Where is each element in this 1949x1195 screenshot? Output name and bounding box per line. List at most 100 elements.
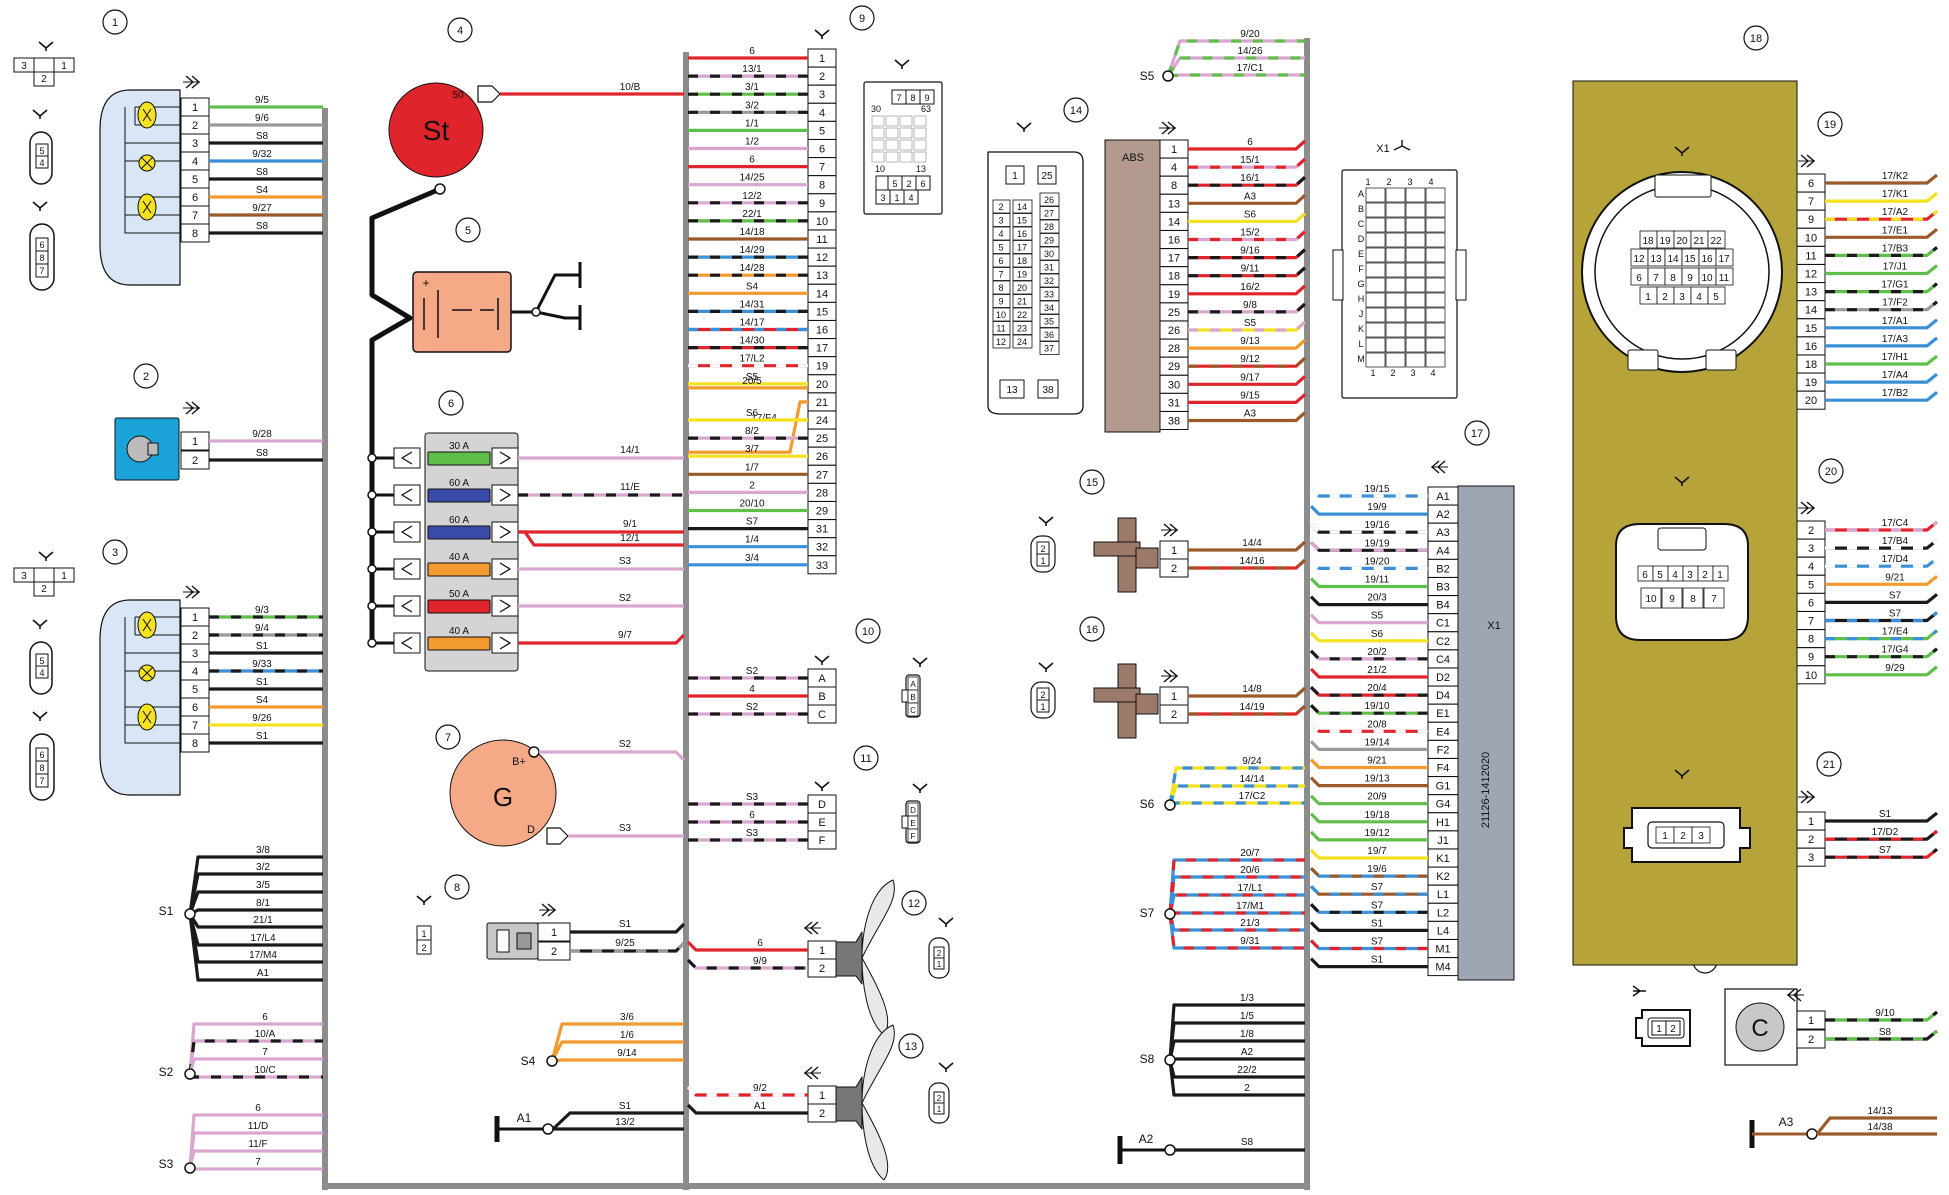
callout-9 <box>849 5 875 31</box>
wire-label: 9/28 <box>252 429 272 440</box>
pin-number: A <box>818 673 826 685</box>
pin-number: 14 <box>1017 202 1027 212</box>
wire-label: 19/6 <box>1367 864 1387 875</box>
wire-stripe <box>1825 1010 1938 1022</box>
housing-pin-label: 6 <box>39 240 44 250</box>
pin-number: 2 <box>1662 292 1668 303</box>
x1-cell <box>1425 292 1446 308</box>
pin-number: D <box>818 799 826 811</box>
wire-label: S8 <box>256 167 269 178</box>
pin-box <box>1039 233 1060 247</box>
fuse-terminal <box>393 558 421 580</box>
x1-cell <box>1405 277 1426 293</box>
pin-number: C <box>910 706 916 715</box>
pin-number: 5 <box>192 174 198 186</box>
connector-fork-icon <box>938 1062 954 1072</box>
wire-label: 14/13 <box>1867 1106 1892 1117</box>
pin-number: 1 <box>819 1090 825 1102</box>
splice-label: S5 <box>1140 69 1155 83</box>
pin-number: 10 <box>875 164 885 174</box>
wire <box>1168 913 1305 950</box>
x1-cell <box>1425 337 1446 353</box>
pin-number: 1 <box>192 436 198 448</box>
wire-label: 1/7 <box>745 462 759 473</box>
wire-label: 19/7 <box>1367 846 1387 857</box>
pin-number: 2 <box>1171 709 1177 721</box>
callout-10 <box>855 618 881 644</box>
wire-label: 14/17 <box>739 318 764 329</box>
pin-box <box>1012 294 1033 308</box>
housing-pin-label: 8 <box>39 763 44 773</box>
wire-label: 9/14 <box>617 1048 637 1059</box>
connector-fork-icon <box>1038 662 1054 672</box>
pin-number: L4 <box>1437 925 1449 937</box>
wire-label: 17/L2 <box>739 354 764 365</box>
pin-number: 15 <box>1805 323 1817 335</box>
pin-number: B <box>818 691 825 703</box>
pin-number: 22 <box>1017 310 1027 320</box>
pin-number: 13 <box>816 270 828 282</box>
wire-stripe <box>1309 486 1428 498</box>
wire <box>1188 393 1307 404</box>
pin-number: 2 <box>1670 1024 1676 1035</box>
pin-number: G4 <box>1436 799 1451 811</box>
splice-node <box>367 527 377 537</box>
wire-label: 9/29 <box>1885 663 1905 674</box>
pin-number: 19 <box>1168 289 1180 301</box>
pin-number: 3 <box>1679 292 1685 303</box>
wire-label: 20/9 <box>1367 792 1387 803</box>
splice-node <box>546 1055 558 1067</box>
bulb-filament <box>142 108 152 122</box>
x1-cell <box>1425 307 1446 323</box>
fuse-rating: 60 A <box>449 478 469 489</box>
connector-fork-icon <box>1674 769 1690 779</box>
pin-number: 2 <box>551 946 557 958</box>
x1-cell <box>1405 202 1426 218</box>
wire-label: S7 <box>746 517 759 528</box>
x1-cell <box>1405 292 1426 308</box>
x1-cell <box>1365 187 1386 203</box>
wire-label: 17/M4 <box>249 950 277 961</box>
pin-box <box>1039 314 1060 328</box>
ground-label: A1 <box>517 1111 532 1125</box>
wire-label: S8 <box>1241 1137 1254 1148</box>
pin-number: 11 <box>996 324 1005 334</box>
wire-label: S3 <box>746 828 759 839</box>
pin-number: 25 <box>816 433 828 445</box>
splice-node <box>1162 70 1174 82</box>
housing-pin-box <box>35 773 49 788</box>
pin-number: 26 <box>1044 195 1054 205</box>
pin-number: D <box>910 806 916 815</box>
pin-number: 1 <box>551 927 557 939</box>
wire-label: 8/1 <box>256 898 270 909</box>
x1-cell <box>1385 292 1406 308</box>
wire <box>550 1040 684 1062</box>
pin-number: K1 <box>1436 853 1449 865</box>
pin-box <box>1682 587 1704 609</box>
pin-box <box>907 702 919 717</box>
wire <box>1168 1059 1305 1097</box>
splice-label: S4 <box>521 1054 536 1068</box>
wire-label: 19/16 <box>1364 520 1389 531</box>
pin-number: 1 <box>1171 545 1177 557</box>
wire-label: 14/18 <box>739 227 764 238</box>
wire <box>1168 913 1305 932</box>
pin-number: 2 <box>819 963 825 975</box>
wire-label: 9/21 <box>1367 756 1387 767</box>
fuse-rating: 30 A <box>449 441 469 452</box>
wire-stripe <box>686 958 808 970</box>
callout-number: 13 <box>905 1041 917 1053</box>
wire-label: A1 <box>257 968 270 979</box>
callout-21 <box>1816 751 1842 777</box>
pin-number: F4 <box>1437 763 1450 775</box>
pin-number: 33 <box>816 560 828 572</box>
wire-label: 22/1 <box>742 209 762 220</box>
callout-number: 18 <box>1750 33 1762 45</box>
wire-label: 20/5 <box>742 376 762 387</box>
wire-label: 10/A <box>255 1029 276 1040</box>
wire-label: 14/4 <box>1242 538 1262 549</box>
pin-number: 1 <box>1040 702 1045 712</box>
pin-number: 38 <box>1042 385 1054 396</box>
splice-label: S6 <box>1140 797 1155 811</box>
wire-label: S1 <box>619 1101 632 1112</box>
